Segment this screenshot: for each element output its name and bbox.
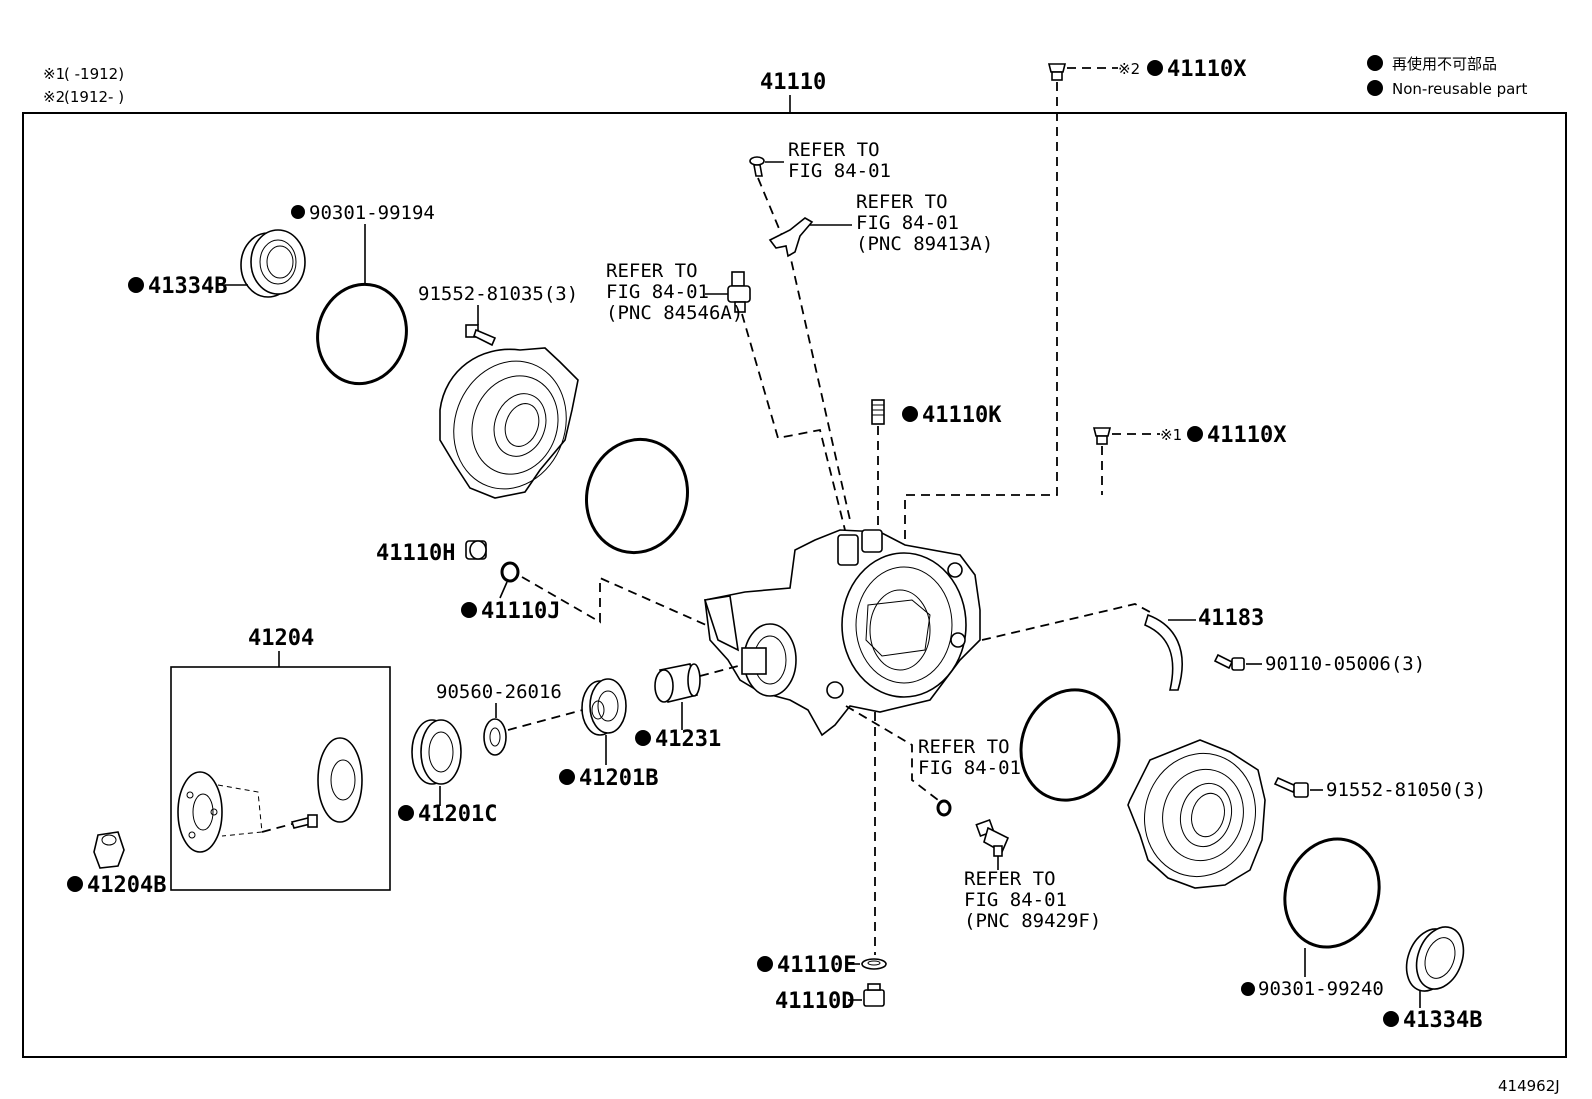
assembly-box-41204 <box>170 666 391 891</box>
part-label-41334b-bottom[interactable]: 41334B <box>1403 1008 1482 1033</box>
stud-41110k[interactable] <box>871 399 885 425</box>
legend-dot-icon <box>1367 55 1383 71</box>
note-1-mark: ※1 <box>43 65 65 83</box>
drain-plug-41110d[interactable] <box>863 983 885 1007</box>
o-ring-90301-99240[interactable] <box>1270 826 1394 961</box>
sensor-89429f[interactable] <box>975 818 1010 857</box>
non-reusable-dot-icon <box>398 805 414 821</box>
part-label-41204[interactable]: 41204 <box>248 626 314 651</box>
refer-5-line-b: FIG 84-01 <box>964 889 1067 911</box>
non-reusable-dot-icon <box>128 277 144 293</box>
part-label-41183[interactable]: 41183 <box>1198 606 1264 631</box>
part-label-41110[interactable]: 41110 <box>760 70 826 95</box>
non-reusable-dot-icon <box>902 406 918 422</box>
dust-deflector[interactable] <box>317 737 363 823</box>
side-cover-left[interactable] <box>436 345 584 505</box>
refer-3-line-c: (PNC 84546A) <box>606 302 743 324</box>
speed-sensor-89413a[interactable] <box>768 217 814 258</box>
figure-code: 414962J <box>1498 1077 1560 1095</box>
oil-seal-41201c[interactable] <box>411 719 462 785</box>
non-reusable-dot-icon <box>1147 60 1163 76</box>
part-label-41110j[interactable]: 41110J <box>481 599 560 624</box>
refer-5-line-a: REFER TO <box>964 868 1056 890</box>
o-ring-90301-99194[interactable] <box>307 274 418 393</box>
note-mark-2: ※2 <box>1118 60 1140 78</box>
legend-dot-icon <box>1367 80 1383 96</box>
non-reusable-dot-icon <box>757 956 773 972</box>
part-label-90301-99194[interactable]: 90301-99194 <box>309 202 435 224</box>
part-label-41110x-top[interactable]: 41110X <box>1167 57 1246 82</box>
spacer-41231[interactable] <box>654 663 701 703</box>
legend-en: Non-reusable part <box>1392 80 1527 98</box>
part-label-41110d[interactable]: 41110D <box>775 989 854 1014</box>
note-mark-1: ※1 <box>1160 426 1182 444</box>
o-ring-small[interactable] <box>936 799 952 817</box>
nut-41204b[interactable] <box>93 831 125 869</box>
part-label-41110x-mid[interactable]: 41110X <box>1207 423 1286 448</box>
gasket-41110j[interactable] <box>500 561 520 583</box>
part-label-41334b-top[interactable]: 41334B <box>148 274 227 299</box>
refer-4-line-a: REFER TO <box>918 736 1010 758</box>
part-label-41231[interactable]: 41231 <box>655 727 721 752</box>
refer-3-line-b: FIG 84-01 <box>606 281 709 303</box>
non-reusable-dot-icon <box>461 602 477 618</box>
plug-41110x-mid[interactable] <box>1092 427 1112 445</box>
o-ring-left-large[interactable] <box>574 428 700 564</box>
note-2-mark: ※2 <box>43 88 65 106</box>
bolt-refer-top[interactable] <box>749 156 765 177</box>
legend-jp: 再使用不可部品 <box>1392 55 1497 73</box>
o-ring-right-large[interactable] <box>1006 676 1135 814</box>
part-label-91552-81035[interactable]: 91552-81035(3) <box>418 283 578 305</box>
non-reusable-dot-icon <box>1187 426 1203 442</box>
oil-seal-41334b-bottom[interactable] <box>1398 920 1471 997</box>
bearing-41201b[interactable] <box>581 678 627 736</box>
refer-1-line-a: REFER TO <box>788 139 880 161</box>
non-reusable-dot-icon <box>1241 982 1255 996</box>
refer-1-line-b: FIG 84-01 <box>788 160 891 182</box>
bolt-91552-81050[interactable] <box>1273 776 1309 798</box>
differential-housing-41110[interactable] <box>703 529 981 737</box>
bolt-90110-05006[interactable] <box>1213 653 1245 671</box>
washer-90560-26016[interactable] <box>483 718 507 756</box>
oil-seal-41334b-top[interactable] <box>240 229 306 298</box>
bolt-91552-81035[interactable] <box>465 324 497 347</box>
retainer-41183[interactable] <box>1144 613 1183 691</box>
part-label-90110-05006[interactable]: 90110-05006(3) <box>1265 653 1425 675</box>
companion-flange[interactable] <box>177 771 263 853</box>
note-2-text: (1912- ) <box>64 88 124 106</box>
non-reusable-dot-icon <box>635 730 651 746</box>
sensor-84546a[interactable] <box>727 271 751 313</box>
part-label-41201c[interactable]: 41201C <box>418 802 497 827</box>
flange-bolt[interactable] <box>290 814 318 829</box>
part-label-41110e[interactable]: 41110E <box>777 953 856 978</box>
part-label-41110h[interactable]: 41110H <box>376 541 455 566</box>
part-label-41110k[interactable]: 41110K <box>922 403 1002 428</box>
plug-41110x-top[interactable] <box>1047 63 1067 81</box>
refer-5-line-c: (PNC 89429F) <box>964 910 1101 932</box>
non-reusable-dot-icon <box>291 205 305 219</box>
plug-41110h[interactable] <box>465 540 487 560</box>
assembly-frame <box>22 112 1567 1058</box>
part-label-41201b[interactable]: 41201B <box>579 766 658 791</box>
non-reusable-dot-icon <box>559 769 575 785</box>
note-1-text: ( -1912) <box>64 65 124 83</box>
gasket-41110e[interactable] <box>861 958 887 970</box>
refer-2-line-a: REFER TO <box>856 191 948 213</box>
side-cover-right[interactable] <box>1127 739 1269 889</box>
non-reusable-dot-icon <box>67 876 83 892</box>
part-label-91552-81050[interactable]: 91552-81050(3) <box>1326 779 1486 801</box>
part-label-41204b[interactable]: 41204B <box>87 873 166 898</box>
refer-3-line-a: REFER TO <box>606 260 698 282</box>
refer-2-line-b: FIG 84-01 <box>856 212 959 234</box>
non-reusable-dot-icon <box>1383 1011 1399 1027</box>
refer-4-line-b: FIG 84-01 <box>918 757 1021 779</box>
refer-2-line-c: (PNC 89413A) <box>856 233 993 255</box>
part-label-90301-99240[interactable]: 90301-99240 <box>1258 978 1384 1000</box>
part-label-90560-26016[interactable]: 90560-26016 <box>436 681 562 703</box>
